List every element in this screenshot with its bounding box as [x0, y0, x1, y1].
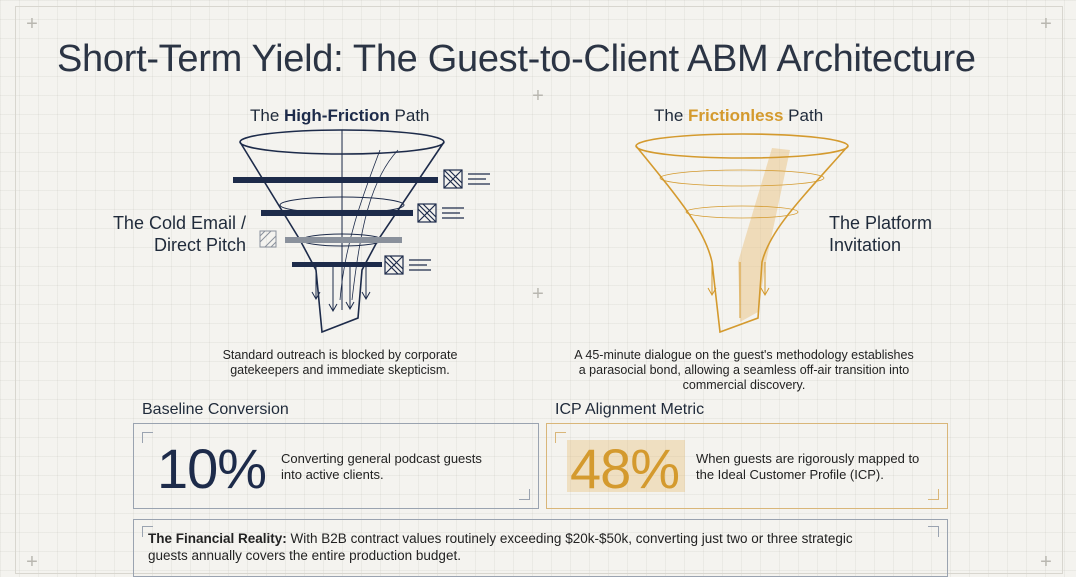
blocked-box-icon [259, 230, 277, 248]
icp-alignment-box [546, 423, 948, 509]
block-bar [292, 262, 382, 267]
crosshair-icon: + [532, 85, 544, 107]
left-heading-highlight: High-Friction [284, 106, 390, 125]
arrow-icon [760, 262, 770, 297]
icp-alignment-desc-line1: When guests are rigorously mapped to [696, 451, 920, 466]
right-heading-post: Path [783, 106, 824, 125]
left-description-line2: gatekeepers and immediate skepticism. [230, 363, 450, 377]
arrow-icon [328, 262, 338, 313]
text-lines-icon [409, 259, 431, 271]
block-bar [261, 210, 413, 216]
stat-highlight [567, 440, 685, 492]
financial-reality-text: The Financial Reality: With B2B contract… [148, 530, 938, 564]
financial-reality-label: The Financial Reality: [148, 531, 287, 546]
baseline-conversion-box [133, 423, 539, 509]
baseline-conversion-desc: Converting general podcast guests into a… [281, 451, 482, 483]
funnel-outline [239, 141, 445, 334]
blocked-box-icon [417, 203, 437, 223]
platform-invitation-label-line1: The Platform [829, 213, 933, 233]
right-heading-highlight: Frictionless [688, 106, 784, 125]
arrow-icon [361, 262, 371, 301]
left-heading: The High-Friction Path [250, 106, 430, 126]
right-description: A 45-minute dialogue on the guest's meth… [544, 348, 944, 393]
right-heading: The Frictionless Path [654, 106, 823, 126]
baseline-conversion-title: Baseline Conversion [142, 401, 289, 418]
crosshair-icon: + [1040, 13, 1052, 35]
crosshair-icon: + [26, 13, 38, 35]
right-description-line3: commercial discovery. [682, 378, 806, 392]
flow-channel [738, 148, 790, 322]
icp-alignment-value: 48% [570, 437, 680, 500]
platform-invitation-label-line2: Invitation [829, 235, 902, 255]
crosshair-icon: + [26, 551, 38, 573]
arrow-icon [707, 262, 717, 297]
platform-invitation-label: The Platform Invitation [829, 212, 932, 256]
financial-reality-line2: guests annually covers the entire produc… [148, 548, 461, 563]
crosshair-icon: + [1040, 551, 1052, 573]
arrow-icon [311, 262, 321, 301]
baseline-conversion-value: 10% [157, 437, 267, 500]
icp-alignment-title: ICP Alignment Metric [555, 401, 705, 418]
blocked-box-icon [443, 169, 463, 189]
left-description: Standard outreach is blocked by corporat… [190, 348, 490, 378]
left-heading-post: Path [389, 106, 430, 125]
right-description-line2: a parasocial bond, allowing a seamless o… [578, 363, 910, 377]
left-description-line1: Standard outreach is blocked by corporat… [222, 348, 458, 362]
right-description-line1: A 45-minute dialogue on the guest's meth… [574, 348, 914, 362]
funnel-rim [635, 133, 849, 159]
block-bar [285, 237, 402, 243]
block-bar [233, 177, 438, 183]
page-title: Short-Term Yield: The Guest-to-Client AB… [57, 38, 976, 80]
icp-alignment-desc-line2: the Ideal Customer Profile (ICP). [696, 467, 884, 482]
cold-email-label-line1: The Cold Email / [112, 213, 246, 233]
cold-email-label: The Cold Email / Direct Pitch [110, 212, 246, 256]
baseline-conversion-desc-line2: into active clients. [281, 467, 384, 482]
financial-reality-line1: With B2B contract values routinely excee… [286, 531, 853, 546]
arrow-icon [345, 262, 355, 311]
funnel-outline [635, 145, 849, 334]
crosshair-icon: + [532, 283, 544, 305]
page-frame [15, 6, 1063, 574]
right-heading-pre: The [654, 106, 689, 125]
left-heading-pre: The [250, 106, 285, 125]
blocked-box-icon [384, 255, 404, 275]
icp-alignment-desc: When guests are rigorously mapped to the… [696, 451, 919, 483]
baseline-conversion-desc-line1: Converting general podcast guests [281, 451, 482, 466]
cold-email-label-line2: Direct Pitch [153, 235, 246, 255]
text-lines-icon [468, 173, 490, 185]
text-lines-icon [442, 207, 464, 219]
